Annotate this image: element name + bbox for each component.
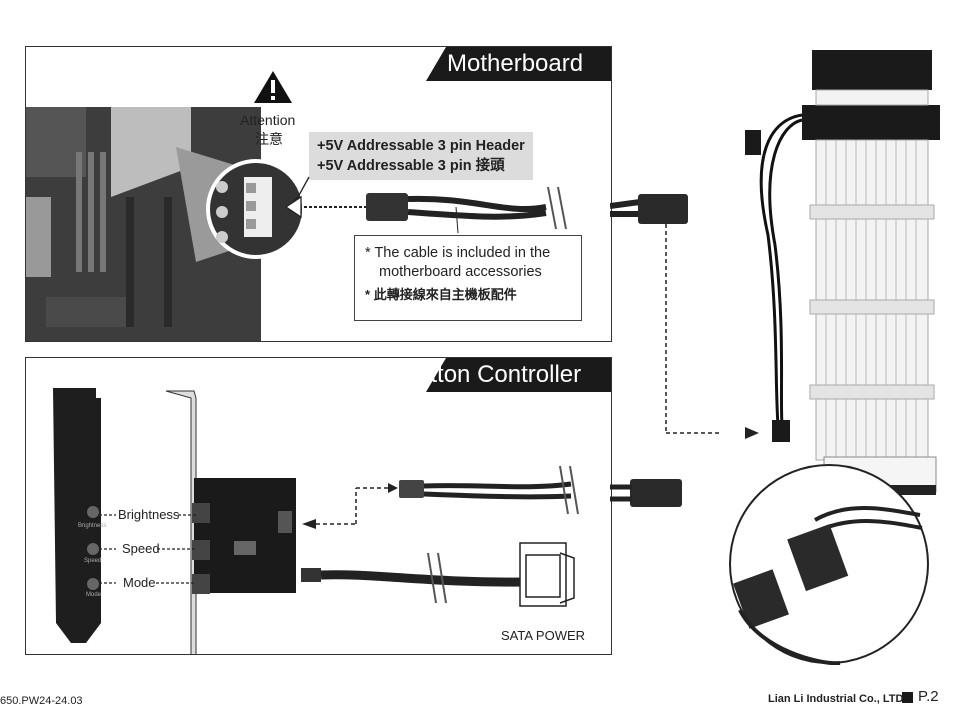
footer-page-number: P.2 [918,688,939,705]
note-line2: motherboard accessories [379,264,542,280]
bracket-label-speed: Speed [84,558,102,564]
bracket-label-mode: Mode [86,592,102,598]
controller-panel: 3 Button Controller [25,357,612,655]
footer-company: Lian Li Industrial Co., LTD. [768,693,907,705]
footer-square-icon [902,692,913,703]
controller-illustration [53,388,579,654]
motherboard-title: Motherboard [447,50,584,77]
header-label-zh: +5V Addressable 3 pin 接頭 [317,158,505,174]
header-label: +5V Addressable 3 pin Header +5V Address… [309,132,533,180]
warning-icon [254,71,292,103]
connector-zoom-circle [729,464,929,665]
motherboard-cable-end [610,194,720,434]
controller-cable-end [610,479,682,507]
bracket-label-brightness: Brightness [78,523,107,529]
attention-label-zh: 注意 [255,131,283,147]
button-label-mode: Mode [123,575,156,590]
motherboard-cable [284,176,567,234]
sata-power-label: SATA POWER [501,628,586,643]
motherboard-title-tab [426,47,611,81]
controller-title: 3 Button Controller [381,361,582,388]
controller-title-tab [426,358,611,392]
header-label-en: +5V Addressable 3 pin Header [317,138,525,154]
button-label-brightness: Brightness [118,507,180,522]
note-line1: The cable is included in the [374,245,551,261]
cable-note-box: * The cable is included in the motherboa… [354,235,582,321]
note-bullet-zh: * [365,287,371,302]
footer-model-code: 650.PW24-24.03 [0,695,83,707]
attention-label: Attention [240,112,296,128]
button-leaders [99,514,196,584]
rgb-cable-illustration [745,50,940,495]
note-line-zh: 此轉接線來自主機板配件 [373,287,517,302]
motherboard-panel: Attention 注意 Motherboard +5V Addressable… [25,46,612,342]
button-label-speed: Speed [122,541,160,556]
note-bullet: * [365,245,371,261]
motherboard-illustration [26,107,261,341]
header-zoom-circle [206,159,306,259]
arrow-right-icon [745,427,759,439]
